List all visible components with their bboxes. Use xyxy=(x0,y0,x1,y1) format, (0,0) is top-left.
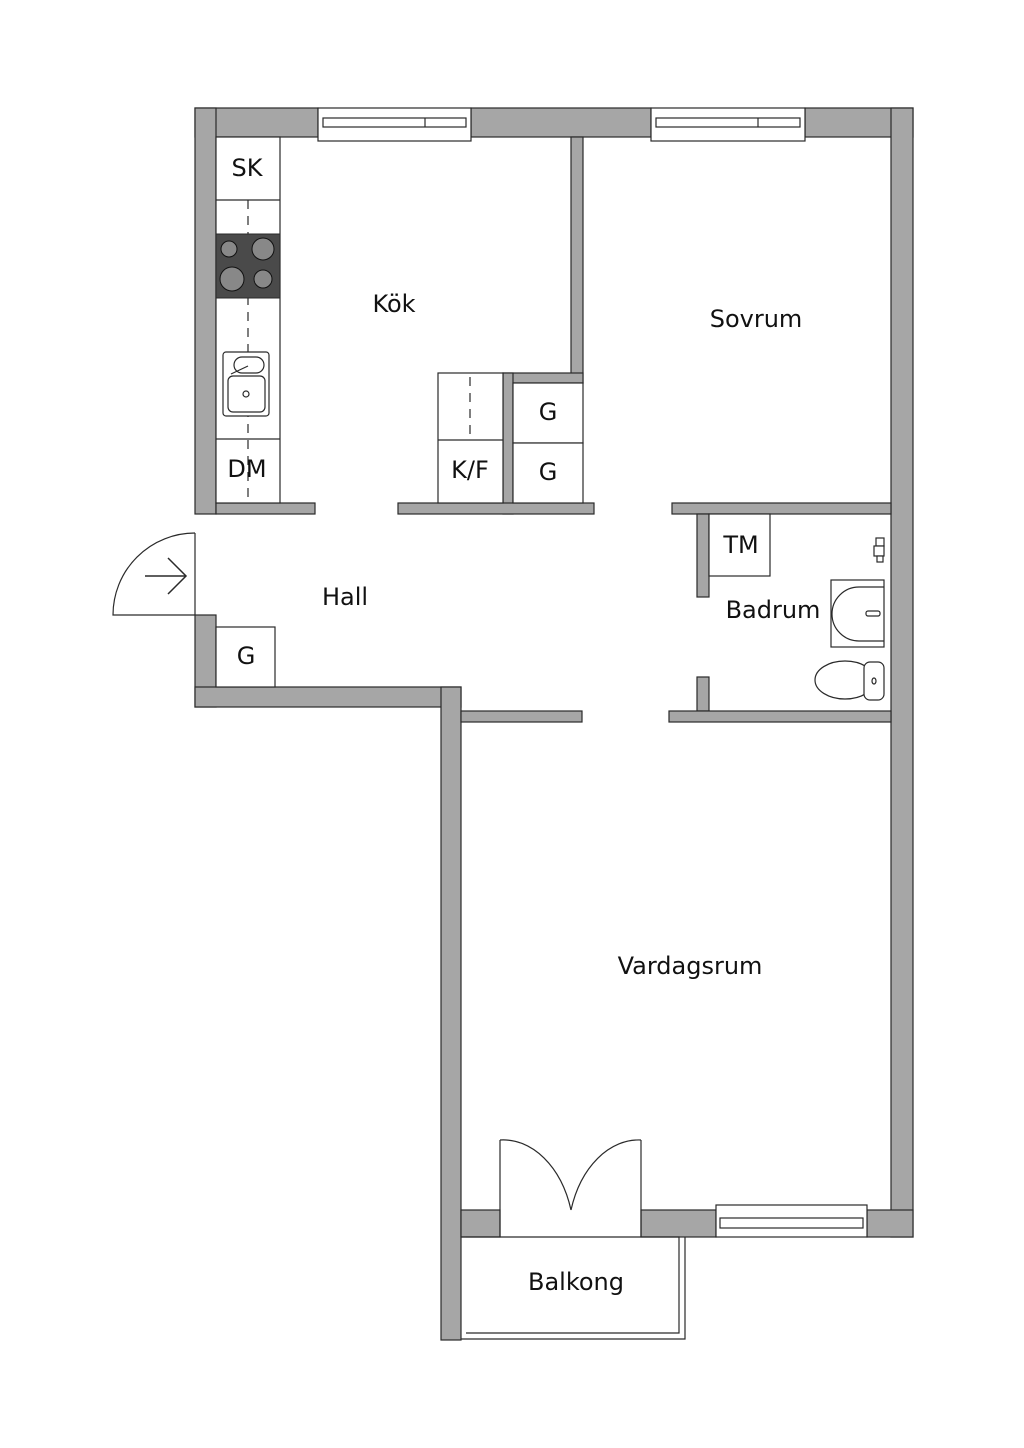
window-bedroom xyxy=(650,107,806,142)
balcony-door[interactable] xyxy=(499,1139,642,1237)
room-label-bathroom: Badrum xyxy=(726,596,821,624)
kitchen-counter xyxy=(215,136,281,504)
window-kitchen xyxy=(317,107,472,142)
closet-label: G xyxy=(237,642,256,670)
shower-icon xyxy=(873,537,885,563)
room-label-hall: Hall xyxy=(322,583,368,611)
room-label-balcony: Balkong xyxy=(528,1268,624,1296)
room-label-bedroom: Sovrum xyxy=(710,305,803,333)
tm-label: TM xyxy=(722,531,758,559)
balcony xyxy=(461,1236,686,1340)
kitchen-closets xyxy=(512,382,584,504)
closet-label: G xyxy=(539,398,558,426)
sink-icon xyxy=(222,351,270,417)
walls xyxy=(194,107,914,1341)
hall-closet xyxy=(215,626,276,688)
room-label-living-room: Vardagsrum xyxy=(618,952,763,980)
washing-machine xyxy=(708,513,771,577)
window-living-room xyxy=(715,1204,868,1238)
kf-label: K/F xyxy=(451,456,489,484)
fridge-freezer xyxy=(437,372,504,504)
closet-label: G xyxy=(539,458,558,486)
toilet-icon xyxy=(814,660,885,701)
dm-label: DM xyxy=(227,455,266,483)
washbasin-icon xyxy=(830,579,885,648)
sk-label: SK xyxy=(232,154,264,182)
entrance-door[interactable] xyxy=(112,532,196,616)
arrow-right-icon xyxy=(145,557,188,595)
room-label-kitchen: Kök xyxy=(372,290,415,318)
stove-icon xyxy=(215,233,281,299)
